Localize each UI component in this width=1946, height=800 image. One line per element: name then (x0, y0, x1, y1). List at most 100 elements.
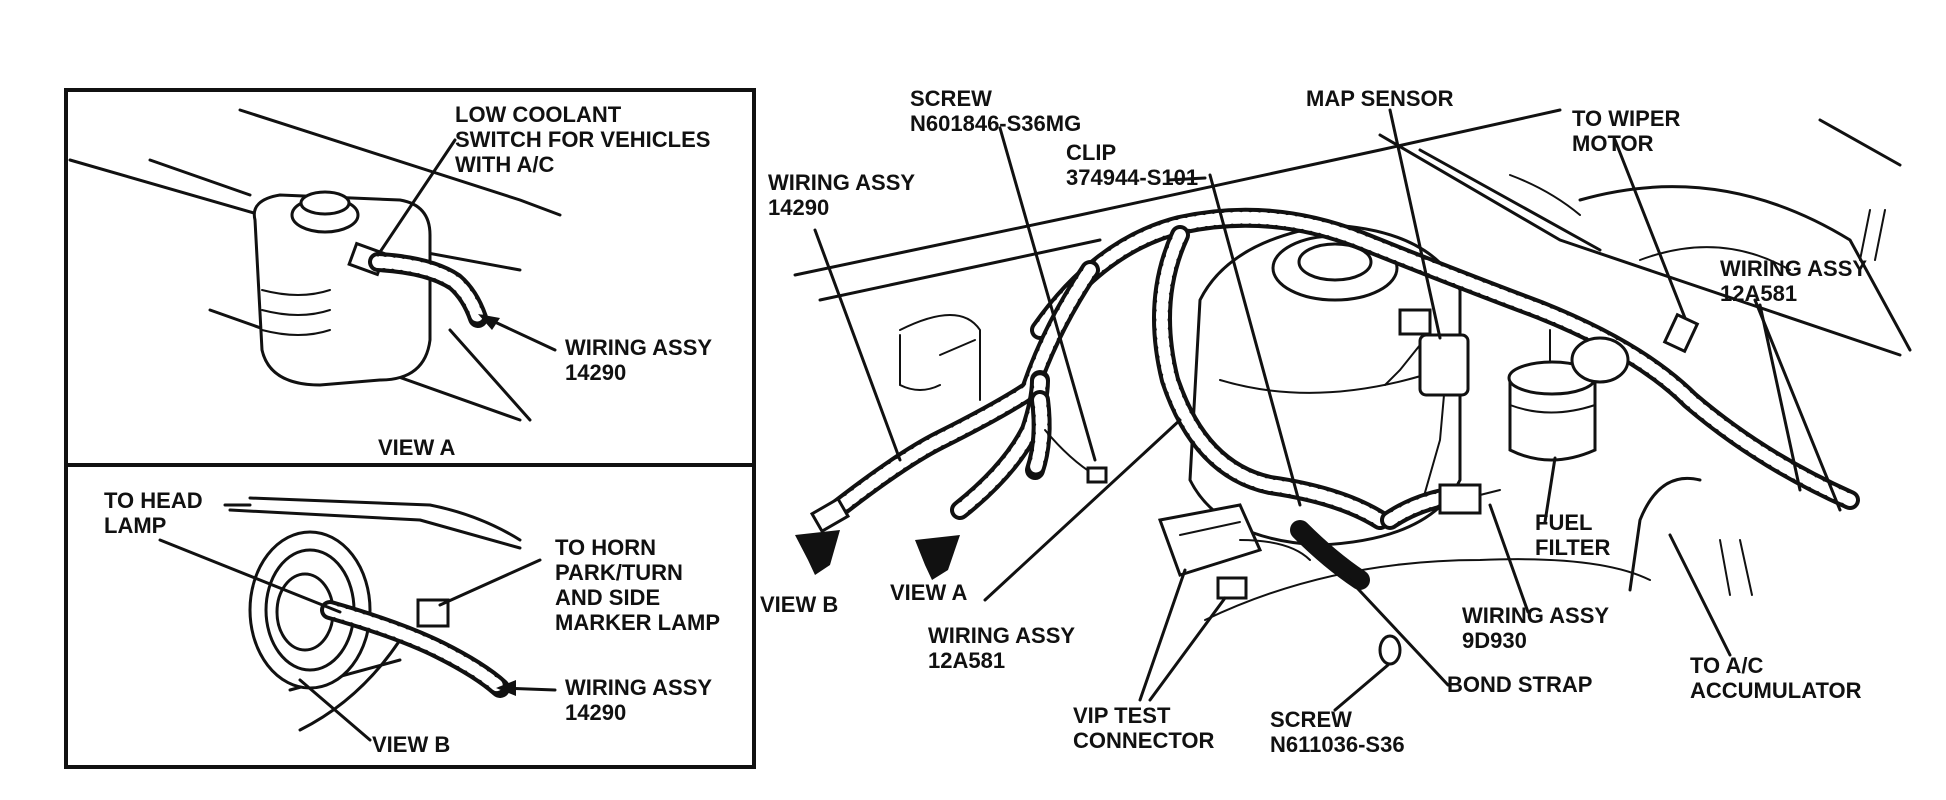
wire-detail (939, 339, 976, 356)
wiper-label: TO WIPER MOTOR (1572, 106, 1687, 156)
screw-bottom-leader (1333, 663, 1390, 712)
view-b-frame (64, 463, 756, 769)
view-b-caption-leader (298, 678, 372, 742)
label-line: WIRING ASSY (928, 623, 1075, 648)
bond-strap (1290, 520, 1370, 590)
wiring-12a581-bottom-leader (983, 418, 1182, 602)
head-lamp-label: TO HEAD LAMP (104, 488, 209, 538)
reservoir-ridge (261, 329, 331, 336)
fuel-line-loop (1570, 336, 1630, 384)
label-line: 14290 (565, 360, 626, 385)
clip-leader (1166, 176, 1207, 182)
wiring-12a581-right-leader (1753, 298, 1842, 512)
map-sensor-bracket (1384, 344, 1421, 386)
view-b-marker-label: VIEW B (760, 592, 838, 617)
view-a-body-line (448, 328, 532, 422)
label-line: CONNECTOR (1073, 728, 1214, 753)
view-b-wiring-label: WIRING ASSY 14290 (565, 675, 718, 725)
fuel-filter-band (1509, 404, 1596, 414)
view-b-body-line (298, 638, 402, 732)
view-a-marker-arrow (915, 535, 960, 580)
label-line: SCREW (910, 86, 992, 111)
ac-accumulator-label: TO A/C ACCUMULATOR (1690, 653, 1862, 703)
label-line: TO A/C (1690, 653, 1763, 678)
bracket-detail (899, 334, 941, 391)
label-line: WIRING ASSY (1462, 603, 1609, 628)
view-a-wiring-label: WIRING ASSY 14290 (565, 335, 718, 385)
harness-9d930-tail (1479, 489, 1501, 496)
view-b-body-line (228, 508, 522, 550)
harness-branch-pattern (1156, 229, 1386, 526)
wiper-connector (1662, 312, 1700, 354)
label-line: LOW COOLANT (455, 102, 622, 127)
label-line: WIRING ASSY (565, 335, 712, 360)
vip-test-label: VIP TEST CONNECTOR (1073, 703, 1214, 753)
label-line: FILTER (1535, 535, 1610, 560)
engine-compartment-view: SCREW N601846-S36MG WIRING ASSY 14290 CL… (760, 86, 1912, 757)
label-line: WIRING ASSY (768, 170, 915, 195)
clip-leader (1208, 173, 1302, 507)
view-a-body-line (148, 158, 252, 197)
bracket-detail (899, 314, 981, 401)
label-line: CLIP (1066, 140, 1116, 165)
screw-top-leader (998, 126, 1097, 462)
label-line: WIRING ASSY (1720, 256, 1867, 281)
horn-leader (438, 558, 542, 607)
fuel-filter-label: FUEL FILTER (1535, 510, 1610, 560)
fender-line (818, 238, 1102, 302)
label-line: WITH A/C (455, 152, 554, 177)
wiring-14290-label: WIRING ASSY 14290 (768, 170, 921, 220)
vip-connector-pins (1179, 521, 1241, 536)
label-line: SCREW (1270, 707, 1352, 732)
map-sensor (1418, 333, 1470, 397)
ground-terminal (1086, 466, 1108, 484)
wiper-leader (1613, 138, 1687, 320)
view-a-body-line (238, 108, 562, 217)
label-line: TO HORN (555, 535, 656, 560)
inner-fender (1204, 558, 1651, 621)
reservoir-ridge (261, 309, 331, 316)
label-line: VIP TEST (1073, 703, 1171, 728)
vip-leader (1138, 568, 1187, 702)
clip-label: CLIP 374944-S101 (1066, 140, 1198, 190)
harness-14290-connector (809, 496, 851, 534)
firewall-line (1578, 185, 1912, 352)
ac-line (1628, 476, 1702, 592)
head-lamp-leader (158, 538, 342, 614)
label-line: 374944-S101 (1066, 165, 1198, 190)
label-line: MOTOR (1572, 131, 1654, 156)
fender-line (793, 108, 1562, 277)
switch-leader (376, 138, 457, 257)
label-line: TO HEAD (104, 488, 203, 513)
wiring-14290-leader (813, 228, 902, 462)
label-line: SWITCH FOR VEHICLES (455, 127, 710, 152)
label-line: 14290 (768, 195, 829, 220)
ac-accumulator-leader (1668, 533, 1732, 657)
vip-leader (1148, 596, 1227, 702)
wiring-12a581-right-leader (1758, 303, 1802, 492)
low-coolant-switch-label: LOW COOLANT SWITCH FOR VEHICLES WITH A/C (455, 102, 717, 177)
strut-mount-center (1297, 242, 1373, 282)
label-line: 9D930 (1462, 628, 1527, 653)
label-line: WIRING ASSY (565, 675, 712, 700)
strut-contour (1219, 369, 1441, 394)
label-line: N601846-S36MG (910, 111, 1081, 136)
reservoir-ridge (261, 289, 331, 296)
harness-9d930-connector (1438, 483, 1482, 515)
wiring-12a581-right-label: WIRING ASSY 12A581 (1720, 256, 1873, 306)
label-line: LAMP (104, 513, 166, 538)
map-sensor-connector (1398, 308, 1432, 336)
wiring-9d930-leader (1488, 503, 1530, 614)
screw-top-label: SCREW N601846-S36MG (910, 86, 1081, 136)
map-sensor-hose (1419, 394, 1445, 511)
main-harness-pattern (1034, 211, 1856, 506)
view-b-caption: VIEW B (372, 732, 450, 757)
harness-14290-branch-pattern (1029, 394, 1048, 476)
ac-line-detail (1719, 539, 1753, 596)
label-line: AND SIDE (555, 585, 660, 610)
cowl-line (1378, 133, 1902, 357)
map-sensor-leader (1388, 108, 1442, 340)
cowl-line (1418, 148, 1602, 252)
label-line: MARKER LAMP (555, 610, 720, 635)
